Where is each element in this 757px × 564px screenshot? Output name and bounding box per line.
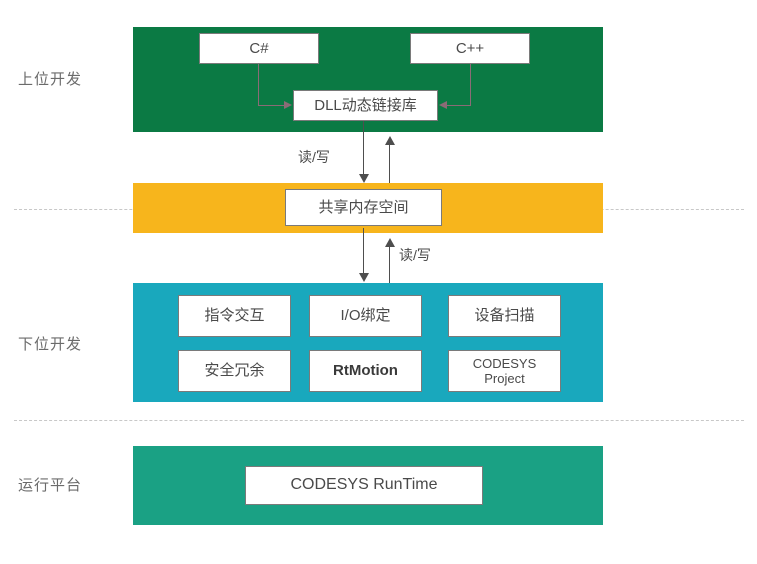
box-safety-redundancy[interactable]: 安全冗余: [178, 350, 291, 392]
arrow-line-dll-to-shared: [363, 121, 364, 176]
arrow-up-icon-shared-to-dll: [385, 136, 395, 145]
box-io-binding[interactable]: I/O绑定: [309, 295, 422, 337]
connector-csharp-horizontal: [258, 105, 286, 106]
box-codesys-project[interactable]: CODESYS Project: [448, 350, 561, 392]
box-shared-memory[interactable]: 共享内存空间: [285, 189, 442, 226]
box-dll-dynamic-link-library[interactable]: DLL动态链接库: [293, 90, 438, 121]
read-write-label-upper: 读/写: [298, 149, 330, 165]
row-label-lower-development: 下位开发: [18, 336, 83, 353]
arrow-right-icon-csharp-to-dll: [284, 101, 292, 109]
row-label-runtime-platform: 运行平台: [18, 477, 83, 494]
box-command-interaction[interactable]: 指令交互: [178, 295, 291, 337]
box-rtmotion[interactable]: RtMotion: [309, 350, 422, 392]
box-device-scan[interactable]: 设备扫描: [448, 295, 561, 337]
arrow-up-icon-lower-to-shared: [385, 238, 395, 247]
box-codesys-runtime[interactable]: CODESYS RunTime: [245, 466, 483, 505]
box-csharp[interactable]: C#: [199, 33, 319, 64]
arrow-line-shared-to-lower: [363, 228, 364, 276]
row-label-upper-development: 上位开发: [18, 71, 83, 88]
box-cpp[interactable]: C++: [410, 33, 530, 64]
arrow-down-icon-shared-to-lower: [359, 273, 369, 282]
connector-csharp-vertical: [258, 64, 259, 105]
arrow-left-icon-cpp-to-dll: [439, 101, 447, 109]
arrow-down-icon-dll-to-shared: [359, 174, 369, 183]
connector-cpp-vertical: [470, 64, 471, 105]
read-write-label-lower: 读/写: [399, 247, 431, 263]
arrow-line-shared-to-dll: [389, 138, 390, 193]
layer-separator-lower: [14, 420, 744, 421]
connector-cpp-horizontal: [447, 105, 471, 106]
arrow-line-lower-to-shared: [389, 240, 390, 288]
